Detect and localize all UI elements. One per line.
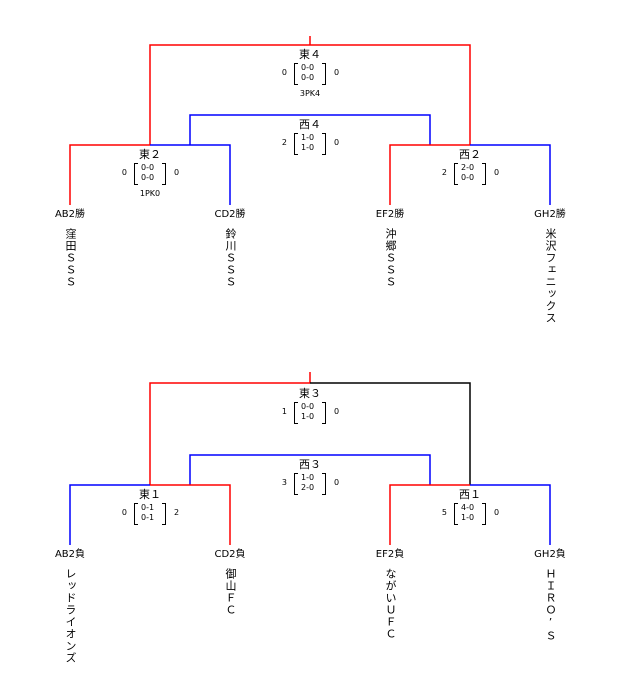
- second-half-score: 0-1: [141, 513, 155, 522]
- score-bracket-right: [162, 503, 166, 525]
- first-half-score: 0-1: [141, 503, 155, 512]
- match-label: 東２: [139, 148, 161, 161]
- semi-1-left-line: [189, 114, 310, 145]
- score-bracket-left: [294, 402, 298, 424]
- slot-label: GH2勝: [534, 209, 566, 220]
- score-bracket-right: [322, 402, 326, 424]
- slot-label: EF2負: [375, 549, 405, 560]
- west-1-right-line: [470, 144, 551, 205]
- left-score: 2: [281, 138, 287, 147]
- match-label: 西１: [459, 488, 481, 501]
- west-2-left-line: [389, 484, 470, 545]
- second-half-score: 0-0: [301, 73, 315, 82]
- left-score: 5: [441, 508, 447, 517]
- slot-label: CD2勝: [214, 209, 246, 220]
- final-2-right-line: [310, 382, 471, 485]
- slot-label: GH2負: [534, 549, 566, 560]
- first-half-score: 0-0: [301, 402, 315, 411]
- score-bracket-right: [322, 473, 326, 495]
- match-label: 西２: [459, 148, 481, 161]
- left-score: 3: [281, 478, 287, 487]
- right-score: 0: [494, 508, 500, 517]
- right-score: 2: [174, 508, 180, 517]
- right-score: 0: [334, 68, 340, 77]
- left-score: 0: [121, 508, 127, 517]
- final-2-left-line: [149, 382, 310, 485]
- east-2-left-line: [69, 484, 150, 545]
- match-label: 東３: [299, 387, 321, 400]
- score-bracket-left: [294, 133, 298, 155]
- team-name: 鈴川ＳＳＳ: [224, 228, 238, 288]
- match-label: 東１: [139, 488, 161, 501]
- score-bracket-right: [322, 133, 326, 155]
- east-1-right-line: [150, 144, 231, 205]
- left-score: 2: [441, 168, 447, 177]
- match-label: 西３: [299, 458, 321, 471]
- west-2-right-line: [470, 484, 551, 545]
- slot-label: EF2勝: [375, 209, 405, 220]
- match-label: 東４: [299, 48, 321, 61]
- first-half-score: 0-0: [301, 63, 315, 72]
- left-score: 0: [121, 168, 127, 177]
- pk-result: 1PK0: [139, 189, 161, 198]
- first-half-score: 1-0: [301, 473, 315, 482]
- first-half-score: 1-0: [301, 133, 315, 142]
- right-score: 0: [334, 407, 340, 416]
- score-bracket-right: [482, 503, 486, 525]
- score-bracket-left: [454, 163, 458, 185]
- first-half-score: 2-0: [461, 163, 475, 172]
- team-name: 窪田ＳＳＳ: [64, 228, 78, 288]
- team-name: 沖郷ＳＳＳ: [384, 228, 398, 288]
- left-score: 0: [281, 68, 287, 77]
- score-bracket-left: [454, 503, 458, 525]
- bracket-1-lines: [69, 36, 551, 205]
- team-name: ながいＵＦＣ: [384, 568, 398, 640]
- west-1-left-line: [389, 144, 470, 205]
- score-bracket-right: [482, 163, 486, 185]
- team-name: 御山ＦＣ: [224, 568, 238, 616]
- score-bracket-left: [134, 163, 138, 185]
- second-half-score: 1-0: [461, 513, 475, 522]
- slot-label: AB2負: [54, 549, 86, 560]
- semi-1-right-line: [310, 114, 431, 145]
- bracket-2-lines: [69, 372, 551, 545]
- score-bracket-left: [294, 473, 298, 495]
- east-2-right-line: [150, 484, 231, 545]
- east-1-left-line: [69, 144, 150, 205]
- first-half-score: 4-0: [461, 503, 475, 512]
- first-half-score: 0-0: [141, 163, 155, 172]
- left-score: 1: [281, 407, 287, 416]
- semi-2-left-line: [189, 454, 310, 485]
- score-bracket-right: [162, 163, 166, 185]
- match-label: 西４: [299, 118, 321, 131]
- score-bracket-right: [322, 63, 326, 85]
- right-score: 0: [334, 478, 340, 487]
- second-half-score: 1-0: [301, 412, 315, 421]
- team-name: レッドライオンズ: [64, 568, 78, 664]
- semi-2-right-line: [310, 454, 431, 485]
- right-score: 0: [494, 168, 500, 177]
- team-name: 米沢フェニックス: [544, 228, 558, 324]
- right-score: 0: [334, 138, 340, 147]
- final-1-left-line: [149, 44, 310, 145]
- slot-label: CD2負: [214, 549, 246, 560]
- second-half-score: 0-0: [141, 173, 155, 182]
- right-score: 0: [174, 168, 180, 177]
- score-bracket-left: [294, 63, 298, 85]
- second-half-score: 1-0: [301, 143, 315, 152]
- slot-label: AB2勝: [54, 209, 86, 220]
- score-bracket-left: [134, 503, 138, 525]
- pk-result: 3PK4: [299, 89, 321, 98]
- final-1-right-line: [310, 44, 471, 145]
- team-name: ＨＩＲＯ’Ｓ: [544, 568, 558, 642]
- second-half-score: 0-0: [461, 173, 475, 182]
- second-half-score: 2-0: [301, 483, 315, 492]
